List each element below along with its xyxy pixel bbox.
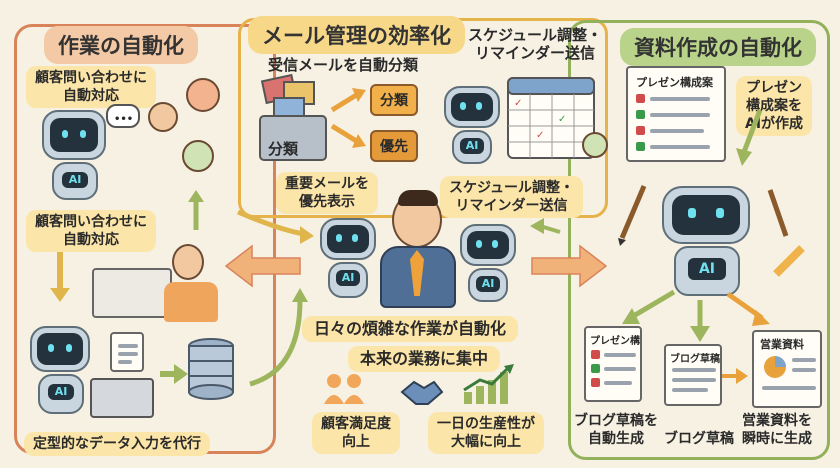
doc-title: 営業資料 [760,338,804,351]
handshake-icon [400,380,444,405]
robot-center-right: AI [458,224,528,304]
label-data-entry: 定型的なデータ入力を代行 [24,432,210,456]
doc-title: プレゼン構 [590,336,640,347]
label-priority-mail: 重要メールを 優先表示 [276,172,378,214]
paintbrush-icon [618,185,647,246]
robot-chest-label: AI [336,270,360,286]
svg-text:✓: ✓ [536,130,544,141]
clipboard-icon [110,332,144,372]
robot-chest-label: AI [476,276,500,292]
robot-document-creator: AI [652,186,762,296]
label-blog-draft: ブログ草稿 [664,431,734,447]
label-schedule-mid: スケジュール調整・ リマインダー送信 [440,176,584,218]
label-customer-satisfaction: 顧客満足度 向上 [312,412,400,454]
label-sales-instant: 営業資料を 瞬時に生成 [742,413,812,447]
operator-avatar-icon [148,102,178,132]
label-schedule-top: スケジュール調整・ リマインダー送信 [468,26,602,62]
speech-bubble-icon: ••• [106,104,140,128]
paper-stack-icon [92,268,172,318]
customer2-avatar-icon [182,140,214,172]
doc-title: プレゼン構成案 [636,76,713,89]
businessman-hair [398,190,438,206]
brush-icon [767,189,789,237]
tray-label: 分類 [268,140,299,158]
folder-priority-icon: 優先 [370,130,418,162]
customer-avatar-icon [186,78,220,112]
calendar-user-icon [582,132,608,158]
label-blog-auto-generate: ブログ草稿を 自動生成 [574,413,658,447]
banner-focus-on-work: 本来の業務に集中 [348,346,501,372]
robot-scheduler: AI [442,86,512,166]
folder-sorted-icon: 分類 [370,84,418,116]
office-worker-icon [172,244,204,280]
database-icon [188,338,234,400]
label-auto-customer-response-mid: 顧客問い合わせに 自動対応 [26,210,156,252]
sales-material-doc: 営業資料 [752,330,822,408]
sort-arrows [330,88,366,148]
presentation-outline-doc: プレゼン構成案 [626,66,726,162]
doc-title: ブログ草稿 [670,354,720,365]
inbox-tray-icon [259,73,327,161]
growth-chart-icon [463,364,514,404]
robot-data-entry: AI [30,326,110,416]
svg-text:✓: ✓ [514,98,522,109]
label-ai-presentation: プレゼン 構成案を AIが作成 [736,76,813,136]
presentation-draft-doc: プレゼン構 [584,326,642,402]
section-title-email-management: メール管理の効率化 [248,16,465,54]
panel-document-automation [568,20,830,460]
laptop-icon [90,378,154,418]
label-auto-sort: 受信メールを自動分類 [268,56,419,74]
section-title-document-automation: 資料作成の自動化 [620,28,816,66]
robot-chest-label: AI [48,384,74,400]
robot-chest-label: AI [62,172,88,188]
robot-center-left: AI [318,218,388,302]
tie-icon [410,250,424,296]
robot-chest-label: AI [460,138,484,154]
people-group-icon [324,374,364,404]
blog-draft-doc: ブログ草稿 [664,344,722,406]
section-title-task-automation: 作業の自動化 [44,26,198,64]
label-auto-customer-response-top: 顧客問い合わせに 自動対応 [26,66,156,108]
calendar-icon: ✓ ✓ ✓ [507,77,595,159]
robot-chest-label: AI [688,258,726,280]
pencil-icon [773,245,805,277]
office-worker-body [164,282,218,322]
banner-daily-tasks: 日々の煩雑な作業が自動化 [302,316,519,342]
svg-text:✓: ✓ [558,114,566,125]
label-productivity: 一日の生産性が 大幅に向上 [428,412,544,454]
robot-headset: AI [38,110,118,200]
